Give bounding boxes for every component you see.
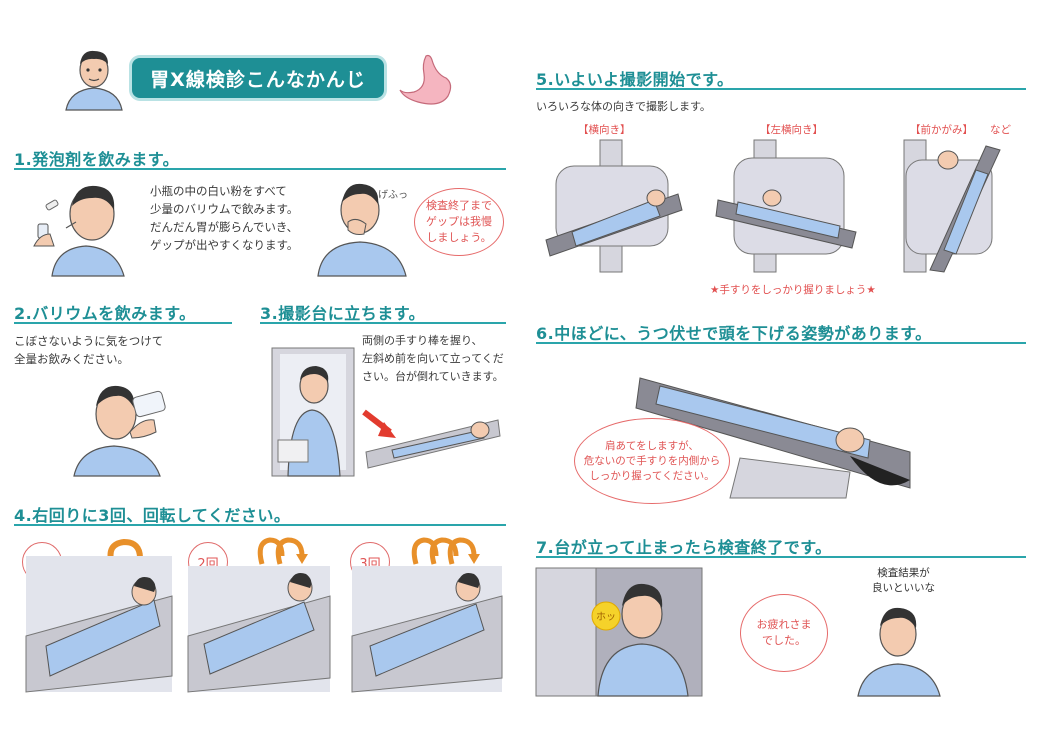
handrail-note: ★手すりをしっかり握りましょう★ bbox=[710, 284, 876, 296]
pose-bending-forward-illustration bbox=[903, 139, 1001, 273]
text-line: ゲップが出やすくなります。 bbox=[150, 238, 299, 252]
burp-sound-effect: げふっ bbox=[378, 190, 408, 201]
section-5-rule bbox=[536, 88, 1026, 90]
section-7-heading: 7.台が立って止まったら検査終了です。 bbox=[536, 538, 832, 557]
section-1-rule bbox=[14, 168, 506, 170]
bubble-line: しましょう。 bbox=[426, 231, 492, 244]
section-6-heading: 6.中ほどに、うつ伏せで頭を下げる姿勢があります。 bbox=[536, 324, 932, 343]
section-6-rule bbox=[536, 342, 1026, 344]
standing-on-table-illustration bbox=[271, 347, 355, 477]
page-title: 胃X線検診こんなかんじ bbox=[150, 68, 366, 91]
rotation-arrow-icon bbox=[411, 537, 480, 565]
text-line: 全量お飲みください。 bbox=[14, 352, 129, 366]
bubble-line: 危ないので手すりを内側から bbox=[583, 454, 721, 467]
patient-avatar-illustration bbox=[65, 50, 123, 111]
bubble-line: しっかり握ってください。 bbox=[589, 469, 715, 482]
title-banner: 胃X線検診こんなかんじ bbox=[132, 58, 384, 98]
patient-drinking-barium-illustration bbox=[73, 385, 166, 477]
section-4-rule bbox=[14, 524, 506, 526]
bubble-line: 検査終了まで bbox=[426, 199, 492, 212]
pose-label-side: 【横向き】 bbox=[578, 124, 631, 136]
thought-line: 検査結果が bbox=[877, 567, 930, 579]
patient-hopeful-illustration bbox=[857, 607, 941, 697]
head-down-prone-illustration bbox=[635, 377, 911, 499]
section-2-heading: 2.バリウムを飲みます。 bbox=[14, 304, 196, 323]
text-line: 少量のバリウムで飲みます。 bbox=[150, 202, 299, 216]
section-2-rule bbox=[14, 322, 232, 324]
rotation-3-illustration bbox=[351, 566, 503, 693]
pose-label-left-side: 【左横向き】 bbox=[760, 124, 823, 136]
patient-drinking-powder-illustration bbox=[33, 185, 125, 277]
rotation-arrow-icon bbox=[257, 537, 308, 565]
bubble-line: 肩あてをしますが、 bbox=[605, 439, 699, 452]
section-3-rule bbox=[260, 322, 506, 324]
section-3-heading: 3.撮影台に立ちます。 bbox=[260, 304, 426, 323]
text-line: こぼさないように気をつけて bbox=[14, 334, 164, 348]
section-3-text: 両側の手すり棒を握り、 左斜め前を向いて立ってくだ さい。台が倒れていきます。 bbox=[362, 332, 504, 386]
section-1-heading: 1.発泡剤を飲みます。 bbox=[14, 150, 180, 169]
section-5-heading: 5.いよいよ撮影開始です。 bbox=[536, 70, 734, 89]
section-4-heading: 4.右回りに3回、回転してください。 bbox=[14, 506, 291, 525]
shoulder-pad-warning-bubble: 肩あてをしますが、 危ないので手すりを内側から しっかり握ってください。 bbox=[574, 418, 730, 504]
patient-holding-burp-illustration bbox=[317, 183, 407, 277]
relief-sound-effect: ホッ bbox=[596, 612, 616, 623]
thank-you-bubble: お疲れさま でした。 bbox=[740, 594, 828, 672]
bubble-line: でした。 bbox=[762, 634, 806, 647]
bubble-line: ゲップは我慢 bbox=[426, 215, 492, 228]
patient-thought: 検査結果が 良いといいな bbox=[872, 566, 935, 596]
text-line: 小瓶の中の白い粉をすべて bbox=[150, 184, 287, 198]
stomach-illustration bbox=[399, 54, 452, 105]
text-line: だんだん胃が膨らんでいき、 bbox=[150, 220, 299, 234]
section-5-intro: いろいろな体の向きで撮影します。 bbox=[536, 100, 711, 113]
pose-side-illustration bbox=[545, 139, 683, 273]
burp-warning-bubble: 検査終了まで ゲップは我慢 しましょう。 bbox=[414, 188, 504, 256]
pose-label-bending-forward: 【前かがみ】 bbox=[910, 124, 973, 136]
table-tilting-illustration bbox=[362, 409, 501, 469]
bubble-line: お疲れさま bbox=[756, 618, 812, 631]
pose-label-etc: など bbox=[990, 124, 1011, 136]
rotation-1-illustration bbox=[25, 556, 173, 693]
thought-line: 良いといいな bbox=[872, 582, 935, 594]
text-line: 両側の手すり棒を握り、 bbox=[362, 334, 483, 347]
text-line: 左斜め前を向いて立ってくだ bbox=[362, 352, 504, 365]
section-1-text: 小瓶の中の白い粉をすべて 少量のバリウムで飲みます。 だんだん胃が膨らんでいき、… bbox=[150, 182, 298, 254]
section-7-rule bbox=[536, 556, 1026, 558]
text-line: さい。台が倒れていきます。 bbox=[362, 370, 504, 383]
exam-finished-illustration bbox=[535, 567, 703, 697]
rotation-2-illustration bbox=[187, 566, 331, 693]
section-2-text: こぼさないように気をつけて 全量お飲みください。 bbox=[14, 332, 163, 368]
pose-left-side-illustration bbox=[715, 139, 857, 273]
